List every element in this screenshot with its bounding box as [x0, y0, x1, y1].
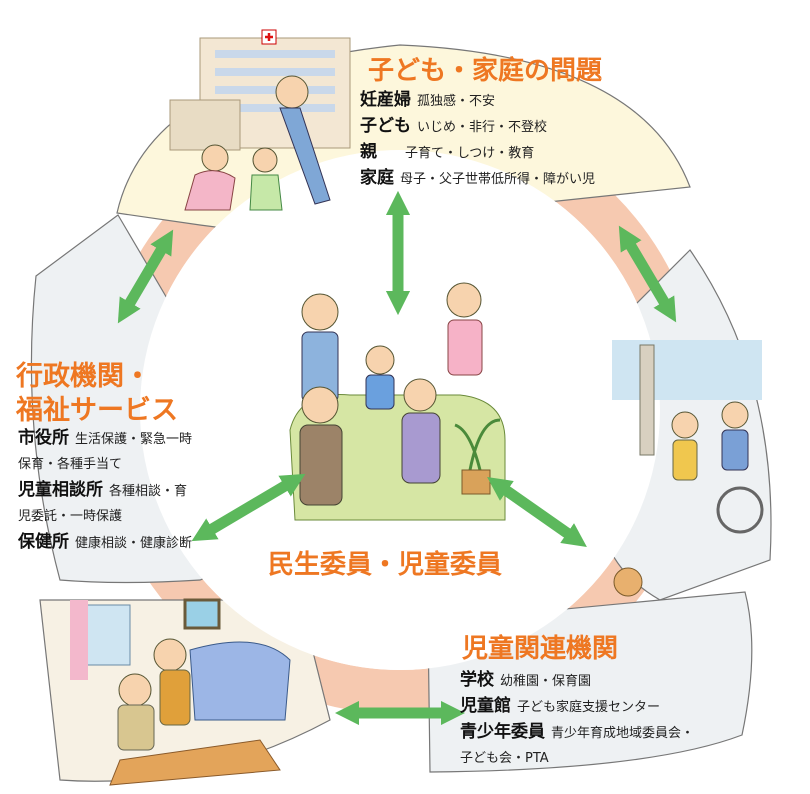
- family-item-label: 親: [360, 142, 377, 162]
- child-item-desc: 幼稚園・保育園: [500, 674, 592, 689]
- arrow-gov-center: [191, 473, 306, 542]
- family-item: 家庭母子・父子世帯低所得・障がい児: [360, 170, 595, 188]
- family-item: 親 子育て・しつけ・教育: [360, 144, 534, 162]
- gov-item-cont: 保育・各種手当て: [18, 457, 123, 472]
- center-title: 民生委員・児童委員: [268, 550, 503, 580]
- gov-item-desc: 健康相談・健康診断: [75, 536, 193, 551]
- arrow-center-child: [487, 477, 587, 547]
- child-item-cont: 子ども会・PTA: [460, 751, 549, 766]
- gov-item-desc: 生活保護・緊急一時: [75, 432, 193, 447]
- gov-item-label: 保健所: [18, 532, 69, 552]
- child-item-label: 児童館: [460, 696, 511, 716]
- child-item: 学校幼稚園・保育園: [460, 672, 591, 690]
- gov-item-cont: 児委託・一時保護: [18, 509, 123, 524]
- gov-title-line1: 行政機関・: [16, 361, 151, 392]
- family-item-label: 家庭: [360, 168, 394, 188]
- family-item-desc: 子育て・しつけ・教育: [405, 146, 535, 161]
- gov-item: 児童相談所各種相談・育: [18, 482, 187, 500]
- school-illustration: [612, 340, 764, 597]
- child-item-desc: 子ども家庭支援センター: [517, 700, 661, 715]
- gov-item-label: 市役所: [18, 428, 69, 448]
- child-item-label: 青少年委員: [460, 722, 545, 742]
- gov-item-desc: 各種相談・育: [109, 484, 188, 499]
- gov-item: 保健所健康相談・健康診断: [18, 534, 192, 552]
- family-item-desc: 母子・父子世帯低所得・障がい児: [400, 172, 596, 187]
- center-family-illustration: [289, 282, 506, 521]
- child-item: 青少年委員青少年育成地域委員会・: [460, 724, 694, 742]
- child-title: 児童関連機関: [462, 634, 619, 664]
- family-item-label: 妊産婦: [360, 90, 411, 110]
- family-item: 子どもいじめ・非行・不登校: [360, 118, 547, 136]
- gov-item-label: 児童相談所: [18, 480, 103, 500]
- arrow-gov-family: [117, 229, 174, 324]
- child-item: 児童館子ども家庭支援センター: [460, 698, 660, 716]
- living-room-illustration: [70, 598, 291, 786]
- gov-title-line2: 福祉サービス: [16, 395, 178, 426]
- child-item-label: 学校: [460, 670, 494, 690]
- family-item-desc: 孤独感・不安: [417, 94, 496, 109]
- child-item-desc: 青少年育成地域委員会・: [551, 726, 695, 741]
- hospital-illustration: [169, 29, 351, 151]
- arrow-family-child: [618, 225, 677, 323]
- family-figures: [184, 75, 331, 211]
- family-item-label: 子ども: [360, 116, 411, 136]
- family-item: 妊産婦孤独感・不安: [360, 92, 495, 110]
- gov-item: 市役所生活保護・緊急一時: [18, 430, 192, 448]
- family-item-desc: いじめ・非行・不登校: [417, 120, 548, 135]
- family-title: 子ども・家庭の問題: [368, 56, 603, 86]
